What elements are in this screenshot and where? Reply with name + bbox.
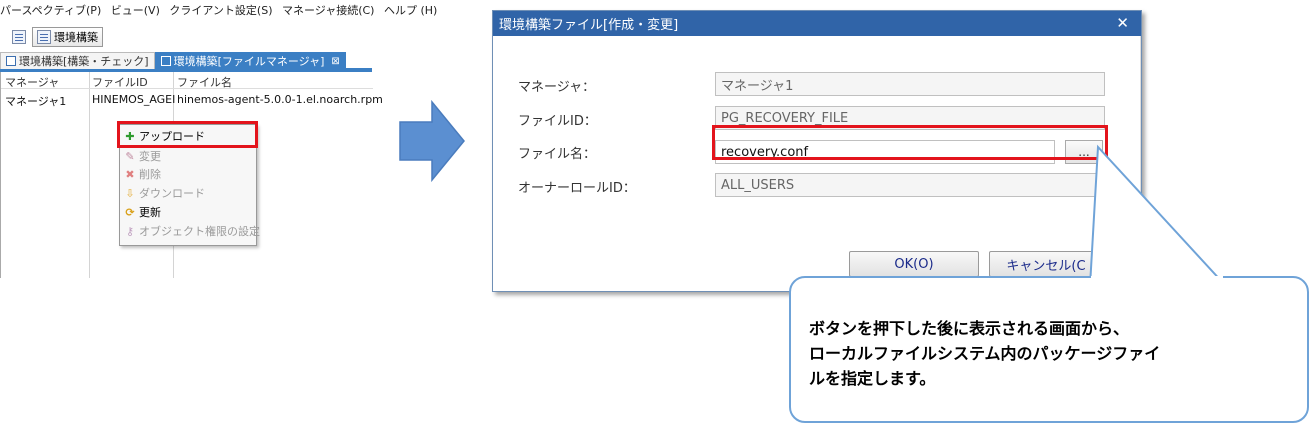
callout-text: ボタンを押下した後に表示される画面から、 ローカルファイルシステム内のパッケージ… <box>809 316 1160 391</box>
menu-item-modify-label: 変更 <box>139 150 161 163</box>
menu-manager-connection[interactable]: マネージャ接続(C) <box>281 4 375 17</box>
cancel-button[interactable]: キャンセル(C <box>989 251 1103 277</box>
menu-item-object-permission[interactable]: ⚷ オブジェクト権限の設定 <box>124 222 260 240</box>
pencil-icon: ✎ <box>125 149 135 163</box>
menu-item-modify[interactable]: ✎ 変更 <box>124 147 161 165</box>
table-icon <box>37 30 51 44</box>
tab-file-manager-label: 環境構築[ファイルマネージャ] <box>173 55 325 68</box>
dialog-title: 環境構築ファイル[作成・変更] <box>499 18 679 33</box>
menu-item-delete[interactable]: ✖ 削除 <box>124 165 161 183</box>
table-header: マネージャ ファイルID ファイル名 <box>1 72 373 89</box>
callout-line: ルを指定します。 <box>809 369 936 388</box>
callout-line: ローカルファイルシステム内のパッケージファイ <box>809 344 1161 363</box>
file-table: マネージャ ファイルID ファイル名 マネージャ1 HINEMOS_AGEI h… <box>0 72 383 278</box>
table-row[interactable]: マネージャ1 HINEMOS_AGEI hinemos-agent-5.0.0-… <box>1 91 383 109</box>
environment-view-button[interactable]: 環境構築 <box>32 27 103 47</box>
menu-client-settings[interactable]: クライアント設定(S) <box>169 4 273 17</box>
environment-view-label: 環境構築 <box>54 31 98 44</box>
file-name-field[interactable]: recovery.conf <box>715 140 1055 164</box>
perspective-icon[interactable] <box>12 30 26 44</box>
menu-item-refresh[interactable]: ⟳ 更新 <box>124 203 161 221</box>
menu-item-upload-label: アップロード <box>139 130 205 143</box>
context-menu: ✚ アップロード ✎ 変更 ✖ 削除 ⇩ ダウンロード ⟳ 更新 ⚷ オブジェク… <box>119 124 260 246</box>
upload-highlight-box <box>117 121 258 148</box>
header-file-id[interactable]: ファイルID <box>92 76 148 89</box>
cell-file-id: HINEMOS_AGEI <box>92 93 176 106</box>
table-icon <box>160 56 171 66</box>
manager-field: マネージャ1 <box>715 72 1105 96</box>
header-manager[interactable]: マネージャ <box>5 76 60 89</box>
cell-manager: マネージャ1 <box>5 95 67 108</box>
table-icon <box>6 56 16 66</box>
menu-help[interactable]: ヘルプ (H) <box>383 4 438 17</box>
dialog-title-bar[interactable]: 環境構築ファイル[作成・変更] ✕ <box>493 11 1141 36</box>
key-icon: ⚷ <box>125 224 135 238</box>
menu-item-refresh-label: 更新 <box>139 206 161 219</box>
owner-role-field[interactable]: ALL_USERS <box>715 173 1105 197</box>
plus-icon: ✚ <box>125 129 135 143</box>
manager-label: マネージャ： <box>518 80 596 95</box>
menu-item-upload[interactable]: ✚ アップロード <box>124 127 205 145</box>
ok-button[interactable]: OK(O) <box>849 251 979 277</box>
dialog-body: マネージャ： マネージャ1 ファイルID： PG_RECOVERY_FILE フ… <box>493 36 1141 291</box>
delete-icon: ✖ <box>125 167 135 181</box>
menu-item-delete-label: 削除 <box>139 168 161 181</box>
cell-file-name: hinemos-agent-5.0.0-1.el.noarch.rpm <box>177 93 383 106</box>
owner-role-label: オーナーロールID： <box>518 181 636 196</box>
menu-item-object-permission-label: オブジェクト権限の設定 <box>139 225 260 238</box>
tab-file-manager[interactable]: 環境構築[ファイルマネージャ] ⊠ <box>154 52 346 69</box>
arrow-right-icon <box>399 99 465 183</box>
menu-item-download[interactable]: ⇩ ダウンロード <box>124 184 205 202</box>
file-name-label: ファイル名： <box>518 147 597 162</box>
toolbar: 環境構築 <box>12 27 103 47</box>
menubar: パースペクティブ(P) ビュー(V) クライアント設定(S) マネージャ接続(C… <box>0 2 443 20</box>
menu-view[interactable]: ビュー(V) <box>110 4 160 17</box>
refresh-icon: ⟳ <box>125 205 135 219</box>
column-divider <box>89 72 90 278</box>
view-tabs: 環境構築[構築・チェック] 環境構築[ファイルマネージャ] ⊠ <box>0 52 372 72</box>
tab-build-check[interactable]: 環境構築[構築・チェック] <box>0 52 155 69</box>
file-name-highlight-box <box>712 125 1108 160</box>
callout-box: ボタンを押下した後に表示される画面から、 ローカルファイルシステム内のパッケージ… <box>789 276 1309 423</box>
header-file-name[interactable]: ファイル名 <box>177 76 232 89</box>
environment-file-dialog: 環境構築ファイル[作成・変更] ✕ マネージャ： マネージャ1 ファイルID： … <box>492 10 1142 292</box>
close-icon[interactable]: ✕ <box>1116 14 1129 32</box>
file-id-label: ファイルID： <box>518 114 597 129</box>
download-icon: ⇩ <box>125 186 135 200</box>
menu-item-download-label: ダウンロード <box>139 187 205 200</box>
callout-line: ボタンを押下した後に表示される画面から、 <box>809 319 1130 338</box>
menu-perspective[interactable]: パースペクティブ(P) <box>0 4 102 17</box>
close-icon[interactable]: ⊠ <box>331 55 340 67</box>
tab-build-check-label: 環境構築[構築・チェック] <box>19 55 149 68</box>
